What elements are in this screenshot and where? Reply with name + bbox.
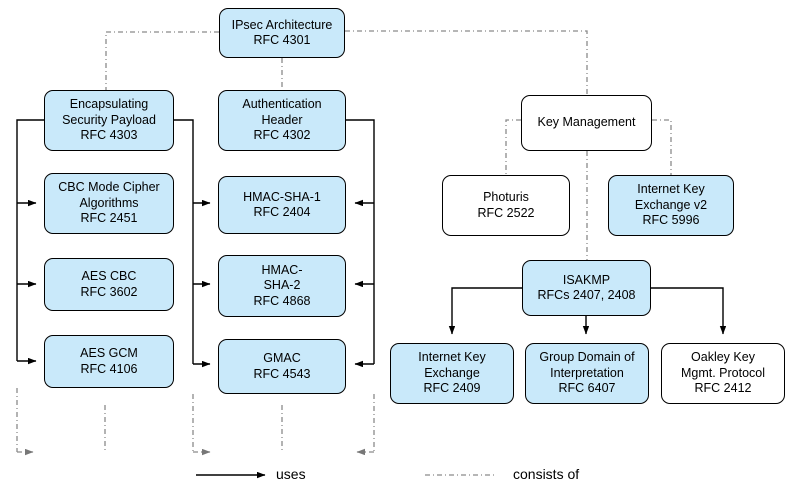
node-line: Security Payload <box>62 112 156 127</box>
node-line: Key Management <box>537 115 636 130</box>
node-line: Internet Key <box>418 350 486 365</box>
node-line: RFC 2522 <box>477 205 535 220</box>
node-line: Mgmt. Protocol <box>680 365 766 380</box>
node-line: IPsec Architecture <box>231 17 333 32</box>
node-line: RFC 2409 <box>423 381 481 396</box>
node-line: RFC 3602 <box>80 284 138 299</box>
node-line: RFC 2412 <box>694 381 752 396</box>
node-internet-key-exchange[interactable]: Internet Key Exchange RFC 2409 <box>390 343 514 404</box>
node-line: RFC 4302 <box>253 128 311 143</box>
node-line: HMAC- <box>261 262 303 277</box>
node-line: RFC 4301 <box>253 33 311 47</box>
legend-uses-label: uses <box>276 466 306 482</box>
node-encapsulating-security-payload[interactable]: Encapsulating Security Payload RFC 4303 <box>44 90 174 151</box>
node-oakley-key-mgmt-protocol[interactable]: Oakley Key Mgmt. Protocol RFC 2412 <box>661 343 785 404</box>
node-line: HMAC-SHA-1 <box>243 189 321 204</box>
node-line: RFC 4868 <box>253 293 311 308</box>
node-line: RFC 4106 <box>80 361 138 376</box>
consists-of-connectors <box>16 30 672 456</box>
node-authentication-header[interactable]: Authentication Header RFC 4302 <box>218 90 346 151</box>
node-line: Header <box>261 112 303 127</box>
node-line: ISAKMP <box>562 272 611 287</box>
node-key-management[interactable]: Key Management <box>521 95 652 151</box>
node-line: Exchange v2 <box>634 197 708 212</box>
node-line: RFC 6407 <box>558 381 616 396</box>
node-line: Photuris <box>483 190 529 204</box>
node-cbc-mode-cipher-algorithms[interactable]: CBC Mode Cipher Algorithms RFC 2451 <box>44 173 174 234</box>
node-photuris[interactable]: Photuris RFC 2522 <box>442 175 570 236</box>
node-line: RFC 4303 <box>80 128 138 143</box>
uses-connectors <box>16 119 727 368</box>
node-hmac-sha-1[interactable]: HMAC-SHA-1 RFC 2404 <box>218 176 346 234</box>
node-line: Algorithms <box>79 195 139 210</box>
node-group-domain-of-interpretation[interactable]: Group Domain of Interpretation RFC 6407 <box>525 343 649 404</box>
node-line: AES CBC <box>81 269 137 283</box>
node-line: AES GCM <box>80 346 138 360</box>
node-aes-gcm[interactable]: AES GCM RFC 4106 <box>44 335 174 388</box>
node-line: Interpretation <box>550 365 624 380</box>
node-isakmp[interactable]: ISAKMP RFCs 2407, 2408 <box>522 260 651 316</box>
node-line: SHA-2 <box>263 278 301 293</box>
node-hmac-sha-2[interactable]: HMAC- SHA-2 RFC 4868 <box>218 255 346 317</box>
node-line: Exchange <box>424 365 480 380</box>
node-line: RFC 2404 <box>253 205 311 219</box>
node-line: RFC 5996 <box>642 213 700 228</box>
node-line: Group Domain of <box>539 350 635 365</box>
node-line: GMAC <box>263 351 301 365</box>
node-internet-key-exchange-v2[interactable]: Internet Key Exchange v2 RFC 5996 <box>608 175 734 236</box>
node-ipsec-architecture[interactable]: IPsec Architecture RFC 4301 <box>219 8 345 58</box>
node-line: CBC Mode Cipher <box>58 180 160 195</box>
node-line: RFC 2451 <box>80 211 138 226</box>
node-line: Authentication <box>242 97 322 112</box>
node-aes-cbc[interactable]: AES CBC RFC 3602 <box>44 258 174 311</box>
node-line: Internet Key <box>637 182 705 197</box>
node-line: RFC 4543 <box>253 366 311 381</box>
node-line: RFCs 2407, 2408 <box>537 288 636 302</box>
node-line: Oakley Key <box>691 350 755 365</box>
node-line: Encapsulating <box>69 97 149 112</box>
legend-consists-of-label: consists of <box>513 466 580 482</box>
node-gmac[interactable]: GMAC RFC 4543 <box>218 339 346 394</box>
